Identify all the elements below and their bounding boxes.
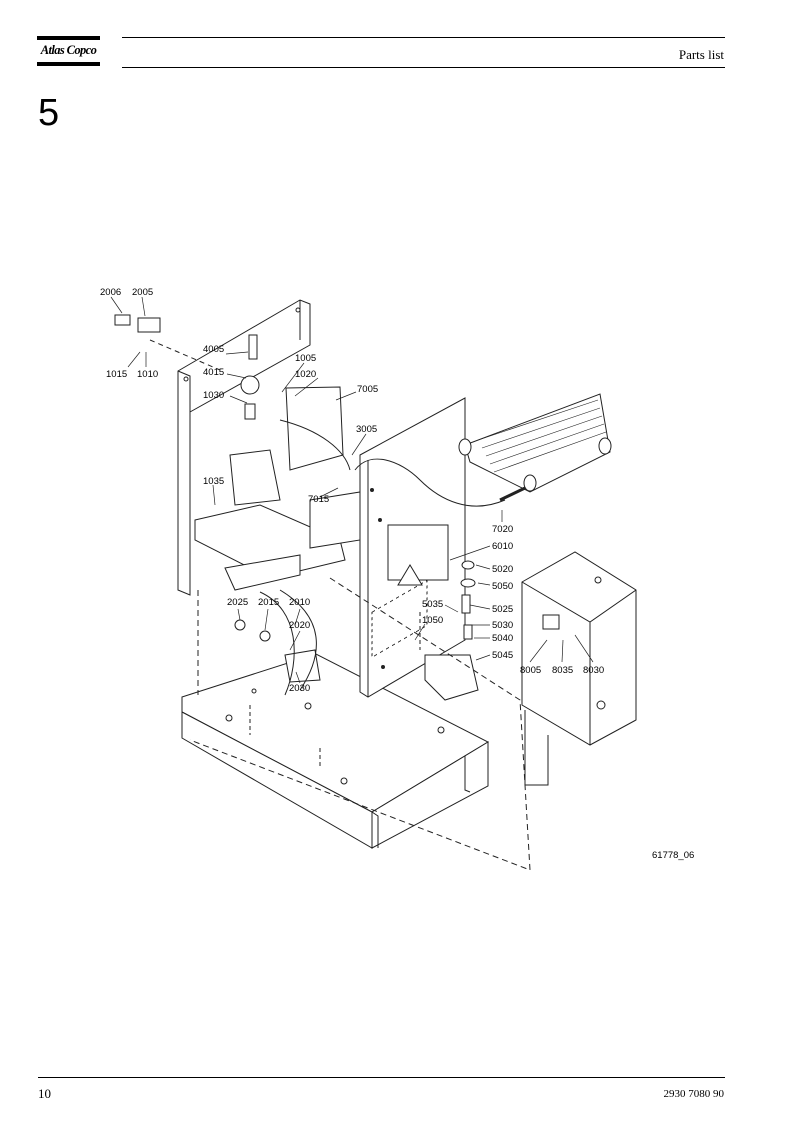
callout-1050: 1050 (422, 615, 443, 626)
callout-1015: 1015 (106, 369, 127, 380)
section-number: 5 (38, 92, 60, 134)
header-title: Parts list (678, 47, 724, 62)
callout-4015: 4015 (203, 367, 224, 378)
logo-text: Atlas Copco (40, 43, 97, 57)
callout-5035: 5035 (422, 599, 443, 610)
callout-8030: 8030 (583, 665, 604, 676)
callout-2020: 2020 (289, 620, 310, 631)
page-number: 10 (38, 1086, 51, 1101)
base-frame (181, 653, 490, 849)
document-number: 2930 7080 90 (663, 1088, 725, 1100)
header-bottom-rule (122, 67, 725, 68)
callout-5025: 5025 (492, 604, 513, 615)
header-top-rule (122, 37, 725, 38)
electrical-cabinet (521, 551, 637, 786)
callout-1035: 1035 (203, 476, 224, 487)
callout-7005: 7005 (357, 384, 378, 395)
callout-1020: 1020 (295, 369, 316, 380)
callout-5050: 5050 (492, 581, 513, 592)
callout-8005: 8005 (520, 665, 541, 676)
footer-rule (38, 1077, 725, 1078)
atlas-copco-logo: Atlas Copco (37, 36, 100, 68)
callout-2005: 2005 (132, 287, 153, 298)
callout-2030: 2030 (289, 683, 310, 694)
callout-1010: 1010 (137, 369, 158, 380)
callout-6010: 6010 (492, 541, 513, 552)
callout-2025: 2025 (227, 597, 248, 608)
callout-1030: 1030 (203, 390, 224, 401)
compressor-block (194, 386, 361, 591)
callout-5045: 5045 (492, 650, 513, 661)
callout-5040: 5040 (492, 633, 513, 644)
callout-5030: 5030 (492, 620, 513, 631)
heat-exchanger (458, 393, 612, 493)
callout-7020: 7020 (492, 524, 513, 535)
callout-3005: 3005 (356, 424, 377, 435)
callout-4005: 4005 (203, 344, 224, 355)
callout-2010: 2010 (289, 597, 310, 608)
small-parts (114, 314, 526, 701)
callout-labels: 2006 2005 4005 1005 1020 7005 1015 1010 … (100, 287, 694, 861)
logo-bottom-bar (37, 62, 100, 66)
callout-2015: 2015 (258, 597, 279, 608)
callout-8035: 8035 (552, 665, 573, 676)
logo-top-bar (37, 36, 100, 40)
callout-leaders (110, 296, 594, 684)
callout-2006: 2006 (100, 287, 121, 298)
callout-7015: 7015 (308, 494, 329, 505)
hoses-and-guides (149, 339, 531, 871)
figure-id: 61778_06 (652, 850, 694, 861)
callout-1005: 1005 (295, 353, 316, 364)
callout-5020: 5020 (492, 564, 513, 575)
